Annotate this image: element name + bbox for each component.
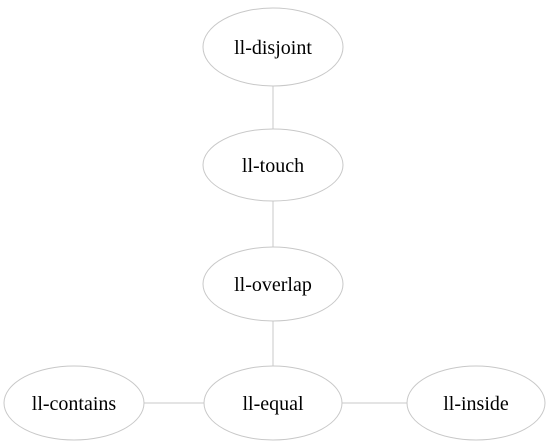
node-label: ll-overlap — [234, 274, 312, 296]
node-ll-touch: ll-touch — [202, 128, 344, 202]
node-label: ll-touch — [242, 155, 304, 177]
node-label: ll-disjoint — [234, 37, 312, 59]
node-label: ll-equal — [242, 393, 304, 415]
node-ll-equal: ll-equal — [203, 365, 343, 441]
node-label: ll-contains — [32, 393, 117, 415]
node-ll-overlap: ll-overlap — [202, 246, 344, 322]
node-ll-inside: ll-inside — [406, 365, 546, 441]
node-label: ll-inside — [443, 393, 509, 415]
node-ll-contains: ll-contains — [3, 365, 145, 441]
node-ll-disjoint: ll-disjoint — [202, 7, 344, 87]
